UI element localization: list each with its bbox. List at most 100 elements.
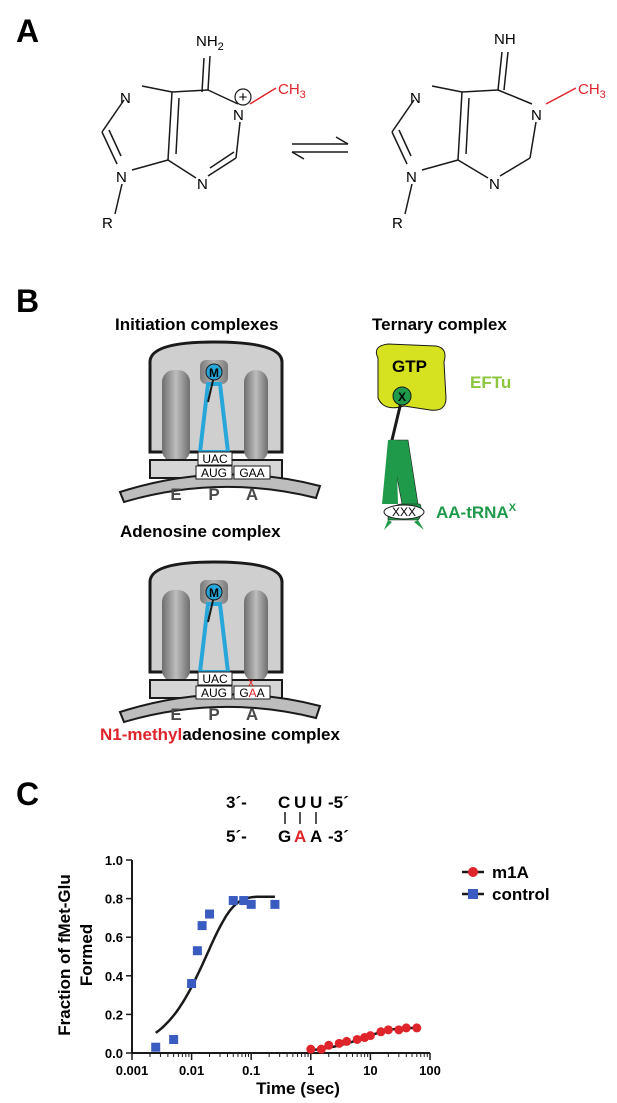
- y-tick-label: 0.0: [105, 1046, 123, 1061]
- methyl-bond-left: [249, 87, 277, 105]
- x-tick-label: 0.1: [242, 1063, 260, 1078]
- atom-n1-left: N: [233, 107, 244, 124]
- ribosome-pillar-right: [244, 370, 268, 462]
- atom-n9-right: N: [406, 169, 417, 186]
- site-e: E: [170, 485, 181, 504]
- m1a-structure-imino: [391, 51, 537, 215]
- anticodon-label: UAC: [202, 672, 228, 686]
- codon-p-label: AUG: [201, 466, 227, 480]
- legend-marker-control: [468, 889, 478, 899]
- ternary-complex-title: Ternary complex: [372, 315, 507, 334]
- site-p: P: [208, 485, 219, 504]
- data-point-m1a: [316, 1044, 326, 1054]
- legend-label-control: control: [492, 885, 550, 904]
- codon-a-label: GAA: [239, 686, 264, 700]
- data-point-control: [205, 909, 215, 919]
- data-point-m1a: [412, 1023, 422, 1033]
- positive-charge-icon: [234, 88, 252, 106]
- panel-label-c: C: [16, 776, 39, 812]
- eftu-icon: [375, 343, 447, 411]
- duplex-bottom-m1a: A: [294, 827, 306, 846]
- aa-trna-label: AA-tRNAX: [436, 502, 517, 522]
- methyl-bond-right: [545, 87, 577, 105]
- x-tick-label: 10: [363, 1063, 377, 1078]
- mrna-strand: [118, 693, 322, 724]
- codon-a-box: [233, 685, 271, 700]
- data-point-control: [228, 896, 238, 906]
- anticodon-label: UAC: [202, 452, 228, 466]
- imino-group-label: NH: [494, 31, 516, 48]
- data-point-m1a: [352, 1034, 362, 1044]
- eftu-label: EFTu: [470, 373, 511, 392]
- duplex-bottom-g: G: [278, 827, 291, 846]
- data-point-control: [239, 896, 249, 906]
- data-point-m1a: [401, 1023, 411, 1033]
- charge-sign: +: [239, 89, 248, 106]
- data-point-m1a: [376, 1027, 386, 1037]
- panel-label-a: A: [16, 13, 39, 49]
- chart-legend: m1A control: [462, 863, 550, 904]
- duplex-top-c: C: [278, 793, 290, 812]
- data-point-control: [270, 899, 280, 909]
- data-point-control: [192, 946, 202, 956]
- site-a: A: [246, 705, 258, 724]
- methyl-label-right: CH3: [578, 81, 606, 101]
- codon-p-box: [195, 685, 233, 700]
- x-tick-label: 0.001: [116, 1063, 149, 1078]
- ribosome-adenosine-complex: M UAC AUG GAA E P A: [118, 340, 322, 504]
- r-group-left: R: [102, 215, 113, 232]
- y-tick-label: 0.2: [105, 1007, 123, 1022]
- fit-curve-control: [154, 895, 275, 1034]
- data-point-m1a: [383, 1025, 393, 1035]
- data-point-m1a: [394, 1025, 404, 1035]
- panel-label-b: B: [16, 283, 39, 319]
- methyl-label-left: CH3: [278, 81, 306, 101]
- data-point-control: [169, 1034, 179, 1044]
- rna-duplex: 3´- C U U -5´ 5´- G A A -3´: [226, 793, 349, 846]
- duplex-bottom-end3: -3´: [328, 827, 349, 846]
- y-tick-label: 0.8: [105, 892, 123, 907]
- atom-n3-left: N: [197, 176, 208, 193]
- duplex-bottom-a: A: [310, 827, 322, 846]
- methionine-icon: [205, 583, 223, 601]
- x-tick-label: 100: [419, 1063, 441, 1078]
- site-a: A: [246, 485, 258, 504]
- y-tick-label: 0.6: [105, 930, 123, 945]
- methionine-label: M: [209, 366, 219, 380]
- ribosome-pillar-left: [162, 370, 190, 462]
- data-point-control: [197, 921, 207, 931]
- data-point-control: [246, 899, 256, 909]
- x-axis-label: Time (sec): [256, 1079, 340, 1098]
- data-point-m1a: [324, 1040, 334, 1050]
- amino-group-label: NH2: [196, 33, 224, 53]
- ribosome-pillar-right: [244, 590, 268, 682]
- codon-a-box: [233, 465, 271, 480]
- site-p: P: [208, 705, 219, 724]
- equilibrium-arrows-icon: [291, 136, 349, 160]
- y-tick-label: 1.0: [105, 853, 123, 868]
- ribosome-m1a-complex: M UAC AUG GAA x E P A: [118, 560, 322, 724]
- trna-anticodon-loop: [383, 504, 425, 520]
- m1a-structure-charged: [101, 55, 241, 215]
- duplex-top-end5: 3´-: [226, 793, 247, 812]
- atom-n1-right: N: [531, 107, 542, 124]
- trna-anticodon-label: XXX: [392, 505, 416, 519]
- ribosome-pillar-left: [162, 590, 190, 682]
- duplex-top-u2: U: [310, 793, 322, 812]
- trna-anticodon-stem: [384, 520, 424, 530]
- duplex-top-end3: -5´: [328, 793, 349, 812]
- adenosine-complex-title: Adenosine complex: [120, 522, 281, 541]
- amino-acid-icon: [392, 386, 412, 406]
- data-point-control: [151, 1042, 161, 1052]
- y-tick-label: 0.4: [105, 969, 124, 984]
- data-point-m1a: [342, 1036, 352, 1046]
- r-group-right: R: [392, 215, 403, 232]
- methionine-label: M: [209, 586, 219, 600]
- mrna-strand: [118, 473, 322, 504]
- methyl-mark: x: [248, 675, 254, 689]
- codon-p-box: [195, 465, 233, 480]
- initiation-complexes-title: Initiation complexes: [115, 315, 278, 334]
